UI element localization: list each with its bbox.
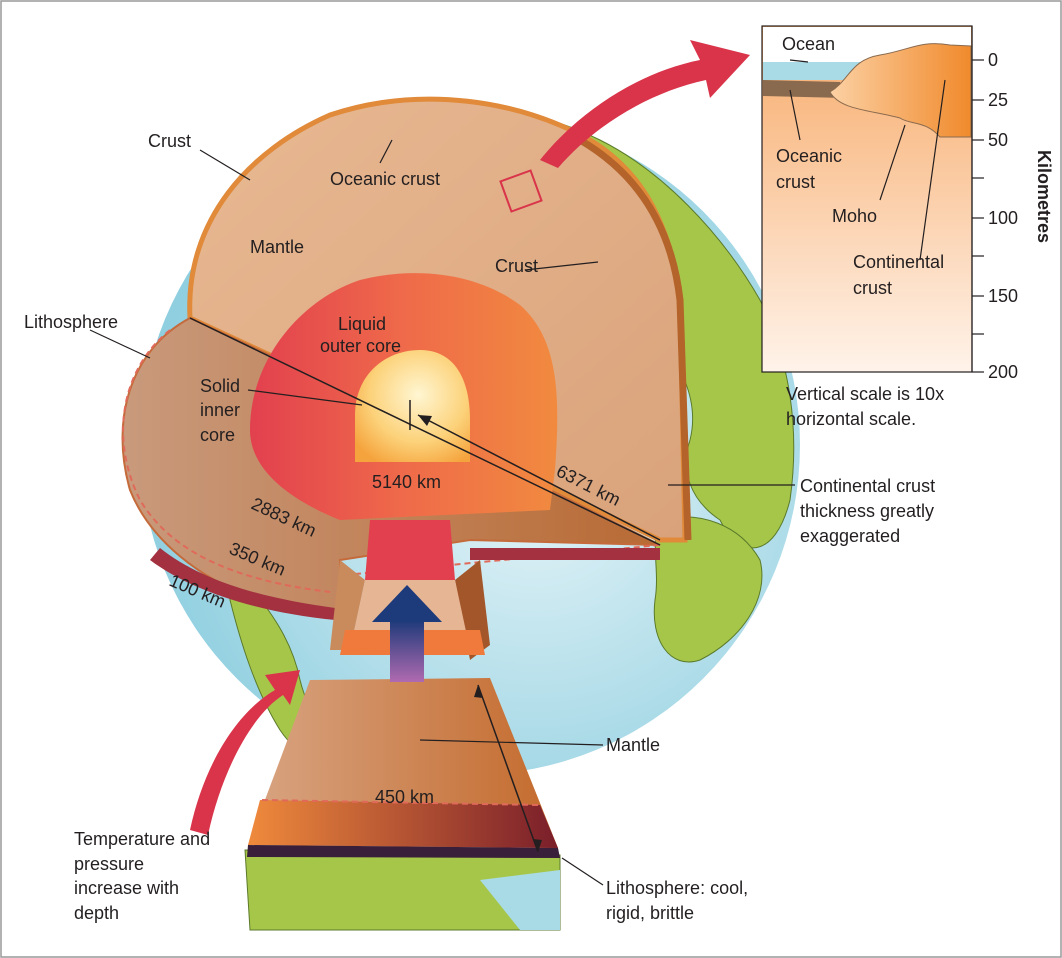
label-mantle-upper: Mantle — [250, 237, 304, 257]
label-crust-top: Crust — [148, 131, 191, 151]
up-arrow-shaft — [390, 620, 424, 682]
inset-tick-25: 25 — [988, 90, 1008, 110]
label-continental-note-1: Continental crust — [800, 476, 935, 496]
label-lithosphere: Lithosphere — [24, 312, 118, 332]
lithosphere-band-right — [470, 548, 660, 560]
label-continental-note-3: exaggerated — [800, 526, 900, 546]
inset-tick-200: 200 — [988, 362, 1018, 382]
inset-axis-title: Kilometres — [1034, 150, 1054, 243]
label-solid-inner-core-2: inner — [200, 400, 240, 420]
label-temperature-4: depth — [74, 903, 119, 923]
inset-label-ocean: Ocean — [782, 34, 835, 54]
label-mantle-lower: Mantle — [606, 735, 660, 755]
inset-label-oceanic-2: crust — [776, 172, 815, 192]
label-crust-right: Crust — [495, 256, 538, 276]
cutout-shaft — [365, 520, 455, 580]
label-solid-inner-core-3: core — [200, 425, 235, 445]
label-liquid-outer-core-1: Liquid — [338, 314, 386, 334]
inset-label-continental-2: crust — [853, 278, 892, 298]
crust-inset: Ocean Oceanic crust Moho Continental cru… — [762, 26, 1054, 429]
inset-scale-note-2: horizontal scale. — [786, 409, 916, 429]
inset-scale-note-1: Vertical scale is 10x — [786, 384, 944, 404]
inset-label-oceanic-1: Oceanic — [776, 146, 842, 166]
label-450-km: 450 km — [375, 787, 434, 807]
label-lithosphere-note-1: Lithosphere: cool, — [606, 878, 748, 898]
inset-label-moho: Moho — [832, 206, 877, 226]
label-temperature-3: increase with — [74, 878, 179, 898]
label-continental-note-2: thickness greatly — [800, 501, 934, 521]
label-lithosphere-note-2: rigid, brittle — [606, 903, 694, 923]
inset-tick-100: 100 — [988, 208, 1018, 228]
zoom-arrow — [540, 40, 750, 168]
label-temperature-1: Temperature and — [74, 829, 210, 849]
inset-ticks — [972, 60, 984, 372]
label-radius-5140: 5140 km — [372, 472, 441, 492]
inset-tick-50: 50 — [988, 130, 1008, 150]
label-temperature-2: pressure — [74, 854, 144, 874]
label-liquid-outer-core-2: outer core — [320, 336, 401, 356]
lower-block-lithosphere — [248, 800, 558, 848]
label-oceanic-crust: Oceanic crust — [330, 169, 440, 189]
inset-tick-0: 0 — [988, 50, 998, 70]
label-solid-inner-core-1: Solid — [200, 376, 240, 396]
inset-label-continental-1: Continental — [853, 252, 944, 272]
inset-tick-150: 150 — [988, 286, 1018, 306]
